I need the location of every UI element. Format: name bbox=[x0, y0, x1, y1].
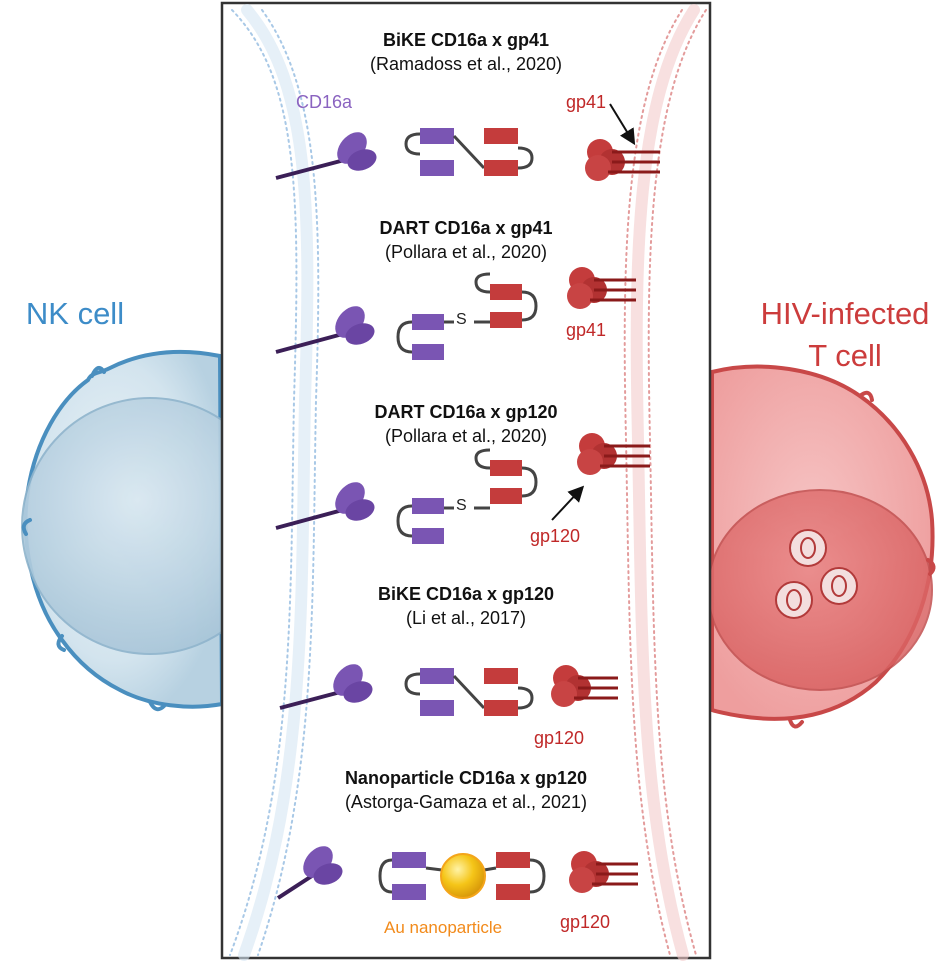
gp120-label: gp120 bbox=[534, 728, 585, 748]
gp41-label: gp41 bbox=[566, 320, 607, 340]
gp120-label: gp120 bbox=[560, 912, 611, 932]
panel-title: Nanoparticle CD16a x gp120 bbox=[344, 768, 588, 788]
cd16a-receptor-icon bbox=[279, 664, 373, 710]
bike-molecule-icon bbox=[404, 668, 534, 716]
panel-citation: (Pollara et al., 2020) bbox=[384, 426, 548, 446]
hiv-virion-icon bbox=[820, 567, 858, 605]
nk-membrane bbox=[229, 4, 320, 961]
gp41-label: gp41 bbox=[566, 92, 607, 112]
hiv-virion-icon bbox=[775, 581, 813, 619]
nk-cell bbox=[21, 349, 279, 712]
disulfide-linker-label: S bbox=[456, 497, 467, 514]
cd16a-receptor-icon bbox=[275, 306, 375, 354]
t-membrane bbox=[623, 4, 707, 961]
gp120-trimer-icon bbox=[577, 433, 650, 475]
nk-cell-label: NK cell bbox=[25, 296, 125, 331]
pointer-arrow bbox=[551, 485, 585, 521]
panel-citation: (Ramadoss et al., 2020) bbox=[369, 54, 563, 74]
cd16a-receptor-icon bbox=[276, 846, 343, 900]
panel-citation: (Pollara et al., 2020) bbox=[384, 242, 548, 262]
panel-title: DART CD16a x gp41 bbox=[379, 218, 553, 238]
gp41-trimer-icon bbox=[567, 267, 636, 309]
cd16a-label: CD16a bbox=[296, 92, 353, 112]
gp120-label: gp120 bbox=[530, 526, 581, 546]
dart-molecule-icon bbox=[396, 448, 538, 544]
panel-citation: (Li et al., 2017) bbox=[405, 608, 527, 628]
nanoparticle-molecule-icon bbox=[378, 852, 546, 900]
t-cell-label-line2: T cell bbox=[808, 338, 882, 373]
panel-title: BiKE CD16a x gp41 bbox=[382, 30, 550, 50]
gold-nanoparticle-icon bbox=[440, 853, 486, 899]
gp120-trimer-icon bbox=[569, 851, 638, 893]
pointer-arrow bbox=[609, 103, 636, 146]
panel-title: BiKE CD16a x gp120 bbox=[377, 584, 555, 604]
panel-citation: (Astorga-Gamaza et al., 2021) bbox=[344, 792, 588, 812]
t-cell bbox=[707, 364, 936, 729]
t-cell-label-line1: HIV-infected bbox=[760, 296, 930, 331]
gp120-trimer-icon bbox=[551, 665, 618, 707]
cd16a-receptor-icon bbox=[275, 132, 377, 180]
au-nanoparticle-label: Au nanoparticle bbox=[384, 918, 503, 937]
dart-molecule-icon bbox=[396, 272, 538, 360]
bike-molecule-icon bbox=[404, 128, 534, 176]
disulfide-linker-label: S bbox=[456, 311, 467, 328]
cd16a-receptor-icon bbox=[275, 482, 375, 530]
gp41-trimer-icon bbox=[585, 139, 660, 181]
panel-title: DART CD16a x gp120 bbox=[374, 402, 558, 422]
hiv-virion-icon bbox=[789, 529, 827, 567]
